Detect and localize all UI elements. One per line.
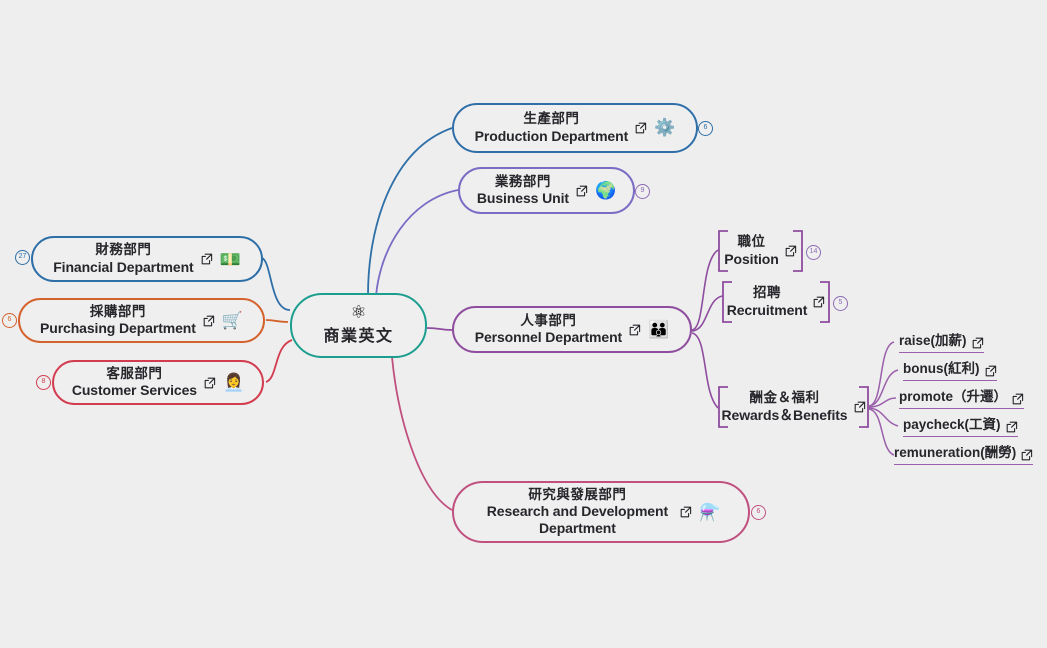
node-business-unit-title-cn: 業務部門 xyxy=(494,173,551,189)
node-financial-title-cn: 財務部門 xyxy=(95,242,152,258)
node-personnel-title-cn: 人事部門 xyxy=(520,312,577,328)
badge-financial[interactable]: 27 xyxy=(15,250,30,265)
node-business-unit[interactable]: 業務部門 Business Unit 🌍 xyxy=(458,167,635,214)
support-agent-icon: 👩‍💼 xyxy=(222,373,245,392)
external-link-icon[interactable] xyxy=(854,401,866,413)
external-link-icon[interactable] xyxy=(204,377,216,389)
external-link-icon[interactable] xyxy=(201,253,213,265)
leaf-promote[interactable]: promote（升遷） xyxy=(899,385,1024,409)
leaf-bonus-label: bonus(紅利) xyxy=(903,361,980,376)
external-link-icon[interactable] xyxy=(629,324,641,336)
external-link-icon[interactable] xyxy=(1012,393,1024,405)
people-group-icon: 👪 xyxy=(648,320,670,339)
bracket-frame xyxy=(718,230,803,272)
node-customer-services-title-cn: 客服部門 xyxy=(106,365,163,381)
badge-purchasing[interactable]: 6 xyxy=(2,313,17,328)
node-rewards-benefits[interactable]: 酬金＆福利 Rewards＆Benefits xyxy=(718,386,869,428)
external-link-icon[interactable] xyxy=(985,365,997,377)
node-purchasing-title-cn: 採購部門 xyxy=(89,303,146,319)
external-link-icon[interactable] xyxy=(1006,421,1018,433)
node-financial[interactable]: 財務部門 Financial Department 💵 xyxy=(31,236,263,282)
badge-research-development[interactable]: 6 xyxy=(751,505,766,520)
node-rewards-benefits-title-cn: 酬金＆福利 xyxy=(749,390,820,406)
external-link-icon[interactable] xyxy=(635,122,647,134)
node-purchasing[interactable]: 採購部門 Purchasing Department 🛒 xyxy=(18,298,265,343)
central-node-title: 商業英文 xyxy=(323,328,394,345)
node-recruitment-title-en: Recruitment xyxy=(726,301,808,318)
node-research-development[interactable]: 研究與發展部門 Research and Development Departm… xyxy=(452,481,750,543)
node-position-title-cn: 職位 xyxy=(737,234,766,250)
lab-flask-icon: ⚗️ xyxy=(699,502,721,522)
node-research-development-title-cn: 研究與發展部門 xyxy=(528,486,627,502)
banknote-icon: 💵 xyxy=(219,249,241,269)
leaf-bonus[interactable]: bonus(紅利) xyxy=(903,357,997,381)
external-link-icon[interactable] xyxy=(813,296,825,308)
node-position-title-en: Position xyxy=(724,250,779,267)
leaf-paycheck[interactable]: paycheck(工資) xyxy=(903,413,1018,437)
badge-customer-services[interactable]: 8 xyxy=(36,375,51,390)
node-financial-title-en: Financial Department xyxy=(53,258,194,275)
external-link-icon[interactable] xyxy=(972,337,984,349)
node-purchasing-title-en: Purchasing Department xyxy=(40,320,196,337)
leaf-paycheck-label: paycheck(工資) xyxy=(903,417,1001,432)
node-personnel[interactable]: 人事部門 Personnel Department 👪 xyxy=(452,306,692,353)
external-link-icon[interactable] xyxy=(680,506,692,518)
bracket-frame xyxy=(722,281,830,323)
node-research-development-title-en: Research and Development Department xyxy=(486,503,669,537)
node-customer-services-title-en: Customer Services xyxy=(71,382,197,399)
central-node[interactable]: ⚛ 商業英文 xyxy=(290,293,427,358)
atom-icon: ⚛ xyxy=(350,302,367,322)
badge-recruitment[interactable]: 5 xyxy=(833,296,848,311)
node-personnel-title-en: Personnel Department xyxy=(474,329,623,346)
shopping-cart-icon: 🛒 xyxy=(221,311,243,330)
node-customer-services[interactable]: 客服部門 Customer Services 👩‍💼 xyxy=(52,360,264,405)
external-link-icon[interactable] xyxy=(785,245,797,257)
node-production-title-cn: 生產部門 xyxy=(523,111,580,127)
leaf-raise[interactable]: raise(加薪) xyxy=(899,329,984,353)
node-rewards-benefits-title-en: Rewards＆Benefits xyxy=(721,406,848,423)
leaf-raise-label: raise(加薪) xyxy=(899,333,967,348)
node-recruitment-title-cn: 招聘 xyxy=(753,285,781,301)
leaf-promote-label: promote（升遷） xyxy=(899,389,1007,404)
gears-icon: ⚙️ xyxy=(654,118,676,138)
node-recruitment[interactable]: 招聘 Recruitment xyxy=(722,281,830,323)
external-link-icon[interactable] xyxy=(1021,449,1033,461)
badge-position[interactable]: 14 xyxy=(806,245,821,260)
badge-business-unit[interactable]: 9 xyxy=(635,184,650,199)
node-production-title-en: Production Department xyxy=(474,127,629,144)
node-production[interactable]: 生產部門 Production Department ⚙️ xyxy=(452,103,698,153)
node-business-unit-title-en: Business Unit xyxy=(476,190,569,207)
badge-production[interactable]: 6 xyxy=(698,121,713,136)
external-link-icon[interactable] xyxy=(203,315,215,327)
leaf-remuneration-label: remuneration(酬勞) xyxy=(894,445,1017,460)
leaf-remuneration[interactable]: remuneration(酬勞) xyxy=(894,441,1034,465)
globe-pin-icon: 🌍 xyxy=(594,181,617,200)
bracket-frame xyxy=(718,386,869,428)
node-position[interactable]: 職位 Position xyxy=(718,230,803,272)
external-link-icon[interactable] xyxy=(576,185,588,197)
